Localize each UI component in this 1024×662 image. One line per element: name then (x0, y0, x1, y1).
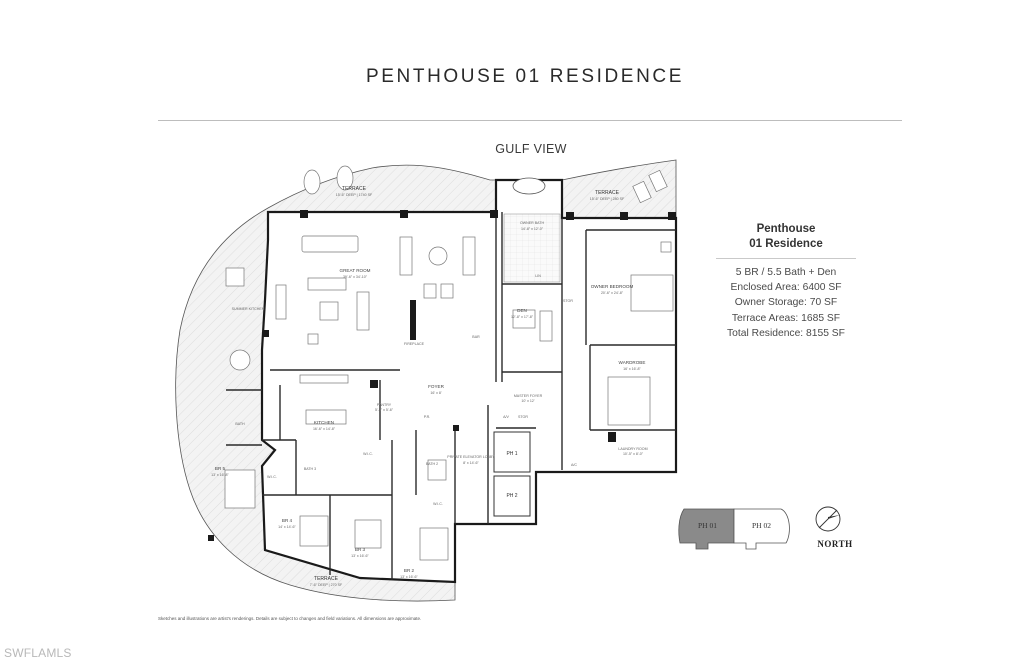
bar-label: BAR (472, 335, 480, 339)
ph1-label: PH 1 (506, 451, 517, 457)
br5-label: BR 5 (215, 466, 226, 471)
bath-label: BATH (235, 422, 245, 426)
summary-heading-1: Penthouse (756, 223, 816, 235)
br3-dims: 13' x 16'-6" (351, 554, 369, 558)
laundry-label: LAUNDRY ROOM (618, 447, 647, 451)
ph2-label: PH 2 (506, 493, 517, 499)
br2-dims: 13' x 16'-6" (400, 575, 418, 579)
north-label: NORTH (817, 539, 853, 549)
kitchen-label: KITCHEN (314, 420, 334, 425)
owner-bath-label: OWNER BATH (520, 221, 544, 225)
foyer-dims: 16' x 8' (430, 391, 441, 395)
elevator-lobby-dims: 8' x 14'-6" (463, 461, 479, 465)
interior-walls (226, 212, 676, 580)
residence-summary: Penthouse 01 Residence 5 BR / 5.5 Bath +… (712, 222, 860, 341)
columns (208, 210, 676, 541)
summary-owner-storage: Owner Storage: 70 SF (734, 297, 838, 309)
stor-label: STOR (563, 299, 573, 303)
terrace-ne-dims: 15'-6" DEEP | 280 SF (590, 197, 625, 201)
compass-icon (815, 506, 841, 532)
summary-heading-2: 01 Residence (749, 238, 823, 250)
great-room-dims: 39'-6" x 34'-10" (343, 275, 368, 279)
mls-watermark: SWFLAMLS (4, 646, 72, 660)
great-room-label: GREAT ROOM (340, 268, 371, 273)
owner-bedroom-label: OWNER BEDROOM (591, 284, 634, 289)
owner-bath-floor (503, 213, 561, 283)
fireplace-label: FIREPLACE (404, 342, 425, 346)
page-title: PENTHOUSE 01 RESIDENCE (366, 66, 684, 87)
gulf-view-label: GULF VIEW (495, 142, 567, 156)
wic-label-1: W.I.C. (267, 475, 277, 479)
br5-dims: 13' x 16'-8" (211, 473, 229, 477)
ac-label: A/C (571, 463, 577, 467)
terrace-ne-label: TERRACE (595, 190, 620, 196)
bath-2-label: BATH 2 (426, 462, 438, 466)
summary-terrace-areas: Terrace Areas: 1685 SF (731, 312, 841, 324)
den-dims: 12'-8" x 17'-8" (511, 315, 534, 319)
exterior-wall (260, 178, 678, 584)
owner-bedroom-dims: 20'-6" x 24'-8" (601, 291, 624, 295)
terrace-northeast (561, 159, 677, 219)
master-foyer-dims: 10' x 12' (521, 399, 534, 403)
summary-divider (716, 258, 856, 259)
summary-bedrooms: 5 BR / 5.5 Bath + Den (735, 267, 837, 278)
av-label: A/V (503, 415, 509, 419)
summary-enclosed-area: Enclosed Area: 6400 SF (730, 282, 842, 294)
bath-3-label: BATH 3 (304, 467, 316, 471)
keyplan-ph01-label: PH 01 (698, 521, 717, 530)
stor-label-2: STOR (518, 415, 528, 419)
pantry-label: PANTRY (377, 403, 392, 407)
disclaimer-text: Sketches and illustrations are artist's … (158, 616, 422, 621)
br3-label: BR 3 (355, 547, 366, 552)
master-foyer-label: MASTER FOYER (514, 394, 543, 398)
keyplan-ph02-shape (733, 508, 790, 550)
title-divider (158, 120, 902, 121)
pantry-dims: 5'-5" x 5'-6" (375, 408, 394, 412)
lin-label: LIN (535, 274, 541, 278)
wardrobe-label: WARDROBE (619, 360, 646, 365)
summer-kitchen-label: SUMMER KITCHEN (232, 307, 265, 311)
terrace-s-dims: 7'-6" DEEP | 270 SF (310, 583, 343, 587)
wic-label-3: W.I.C. (433, 502, 443, 506)
key-plan: PH 01 PH 02 (678, 508, 790, 550)
elevator-ph1 (493, 431, 531, 473)
keyplan-ph02-label: PH 02 (752, 521, 771, 530)
wardrobe-dims: 16' x 16'-8" (623, 367, 641, 371)
pr-label: P.R. (424, 415, 431, 419)
foyer-label: FOYER (428, 384, 445, 389)
furniture (224, 165, 674, 561)
elevator-lobby-label: PRIVATE ELEVATOR LOBBY (447, 455, 495, 459)
terrace-nw-dims: 15'-6" DEEP | 1740 SF (336, 193, 373, 197)
terrace-nw-label: TERRACE (342, 186, 367, 192)
br4-label: BR 4 (282, 518, 293, 523)
br2-label: BR 2 (404, 568, 415, 573)
terrace-west (175, 164, 497, 602)
tub (512, 177, 546, 195)
wic-label-2: W.I.C. (363, 452, 373, 456)
kitchen-dims: 16'-6" x 14'-8" (313, 427, 336, 431)
summary-total-residence: Total Residence: 8155 SF (727, 327, 845, 339)
keyplan-ph01-shape (678, 508, 735, 550)
br4-dims: 14' x 14'-6" (278, 525, 296, 529)
terrace-s-label: TERRACE (314, 576, 339, 582)
laundry-dims: 10'-5" x 8'-0" (623, 452, 644, 456)
owner-bath-dims: 14'-8" x 12'-0" (521, 227, 544, 231)
den-label: DEN (517, 308, 527, 313)
elevator-ph2 (493, 475, 531, 517)
